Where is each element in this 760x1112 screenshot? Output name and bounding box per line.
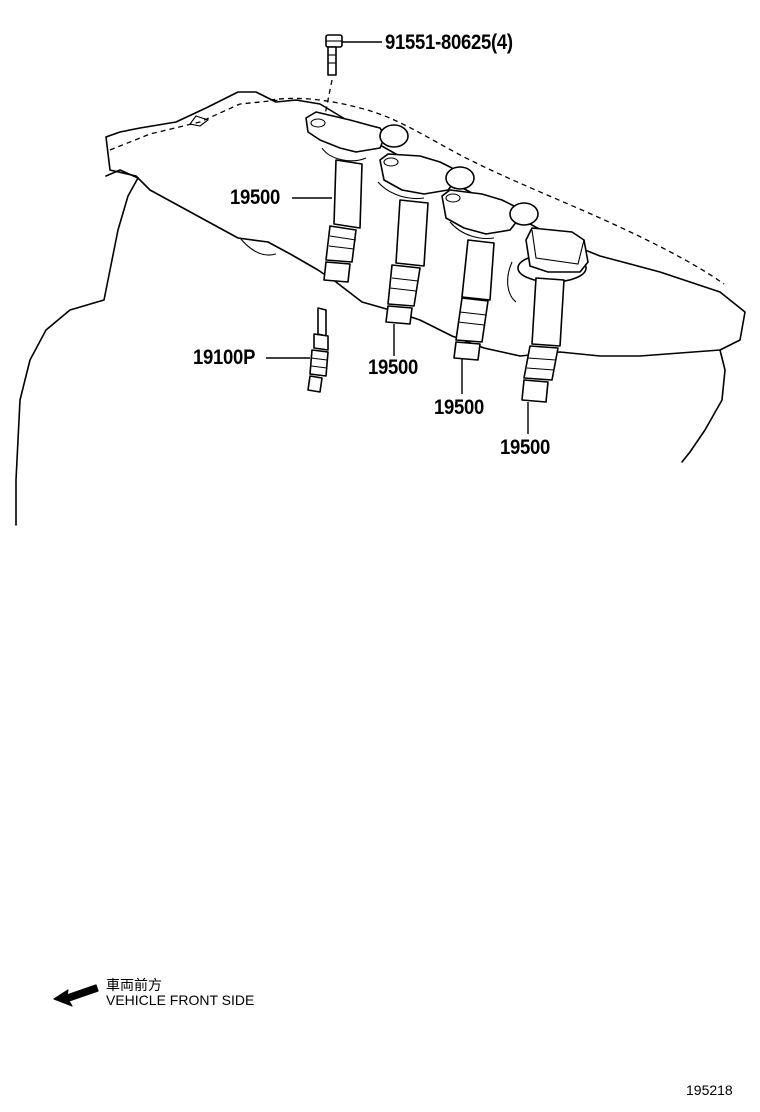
coil-2-part-number: 19500 xyxy=(368,356,419,379)
vehicle-front-label-jp: 車両前方 xyxy=(106,977,162,993)
spark-plug-part xyxy=(307,307,329,393)
coil-4-part-number: 19500 xyxy=(500,436,551,459)
figure-number: 195218 xyxy=(686,1082,733,1098)
ignition-coil-1 xyxy=(305,111,409,283)
ignition-coil-2 xyxy=(377,153,475,325)
ignition-coil-3 xyxy=(441,189,539,361)
arrow-left-icon xyxy=(53,984,99,1007)
leader-lines xyxy=(266,41,529,434)
bolt-part-number: 91551-80625(4) xyxy=(385,31,513,54)
engine-head-outline xyxy=(15,91,746,526)
spark-plug-part-number: 19100P xyxy=(193,346,256,369)
bolt-part xyxy=(323,34,343,121)
coil-3-part-number: 19500 xyxy=(434,396,485,419)
ignition-coil-4 xyxy=(517,227,589,403)
vehicle-front-label-en: VEHICLE FRONT SIDE xyxy=(106,992,255,1008)
coil-1-part-number: 19500 xyxy=(230,186,281,209)
